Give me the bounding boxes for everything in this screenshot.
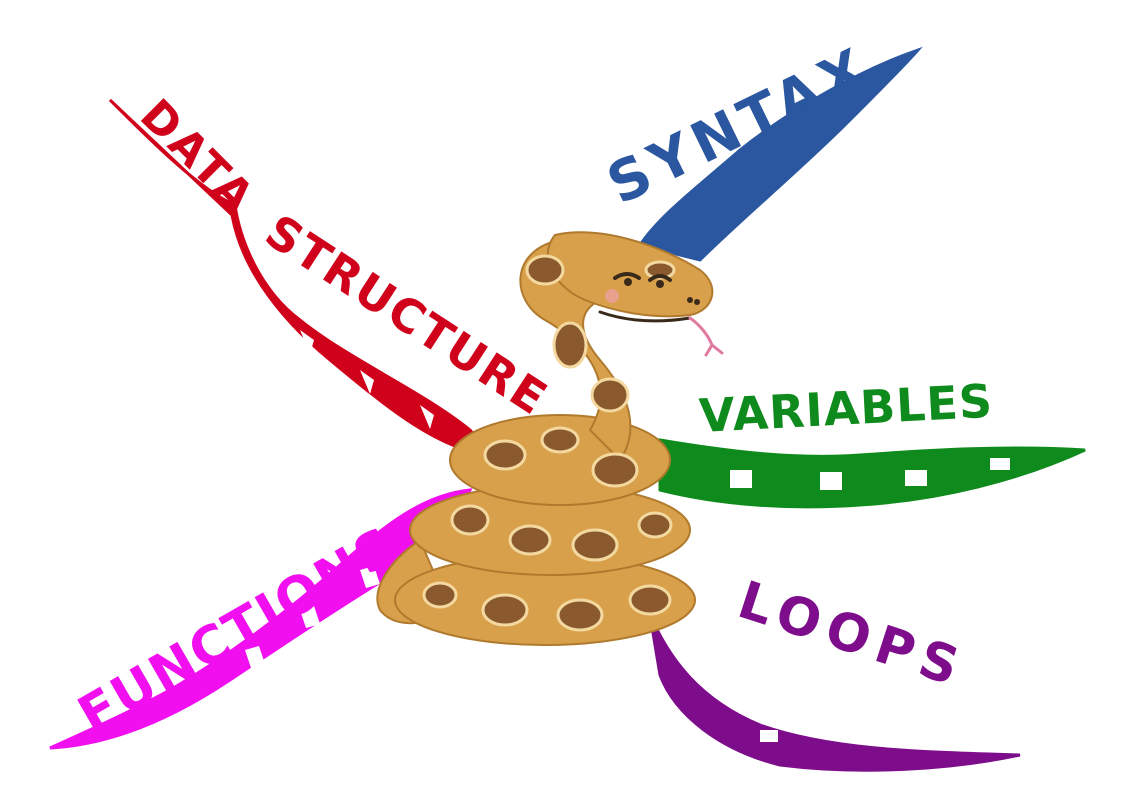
snake-mouth [598,310,692,323]
branch-functions-gaps [245,566,380,668]
branch-variables-label: VARIABLES [698,374,995,443]
snake-nostril-2 [694,299,700,305]
branch-data-structure-ribbon [108,98,494,457]
branch-data-label: DATA [130,90,265,225]
branch-data-structure-gaps [300,330,434,429]
branch-loops-gaps [690,656,778,742]
snake-nostril [687,297,693,303]
branch-functions-label: FUNCTIONS [69,516,409,747]
python-snake-illustration [376,231,724,646]
branch-variables: VARIABLES [658,374,1086,509]
snake-eye-right [648,274,672,282]
snake-cheek [605,289,619,303]
snake-spots [422,254,676,632]
branch-variables-ribbon [658,438,1086,509]
snake-pupil-right [656,280,664,288]
snake-eye-left [613,272,641,280]
branch-syntax: SYNTAX [598,35,923,262]
branch-loops-ribbon [648,614,1021,772]
branch-loops: LOOPS [648,570,1021,772]
branch-data-structure: DATA STRUCTURE [108,90,558,457]
snake-pupil-left [624,278,632,286]
snake-tongue [688,316,724,357]
branch-loops-label: LOOPS [731,570,973,700]
